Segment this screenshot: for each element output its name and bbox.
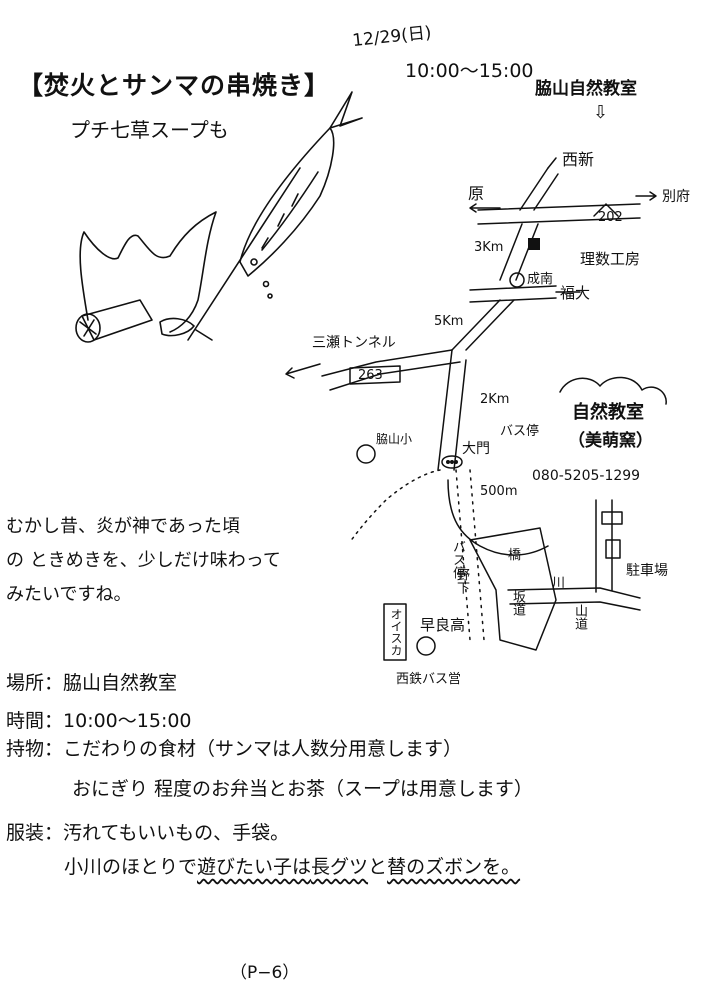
place-value: 脇山自然教室 (63, 672, 178, 694)
clothes-2-part-a: 小川のほとりで (64, 856, 198, 878)
classroom-cloud (559, 376, 667, 405)
road-south-2 (451, 299, 515, 351)
map-label-omon: 大門 (462, 441, 490, 457)
map-label-oisuka: オイスカ (389, 608, 403, 656)
intro-line-3: みたいですね。 (6, 584, 132, 605)
map-label-parking: 駐車場 (626, 563, 668, 579)
map-label-route202: 202 (598, 210, 623, 225)
log-end (75, 313, 101, 343)
map-label-nishijin: 西新 (562, 150, 595, 169)
map-label-phone: 080-5205-1299 (532, 468, 641, 484)
road-south-1 (499, 223, 539, 281)
road-south-3 (437, 349, 467, 471)
map-label-mountain-road: 山道 (572, 604, 587, 630)
route-202-box (593, 203, 619, 217)
map-destination: 脇山自然教室 (535, 79, 637, 99)
arrow-beppu (635, 191, 657, 201)
cross-road-fukudai (469, 285, 557, 303)
map-label-2km: 2Km (480, 392, 510, 407)
arrow-tunnel (285, 363, 321, 379)
river (349, 469, 441, 543)
clothes-2-part-b: 遊びたい子は (197, 856, 312, 878)
hours-label: 時間： (6, 710, 64, 732)
log-left (81, 299, 153, 341)
road-main-north (477, 203, 641, 211)
map-label-classroom-kana: （美萌窯） (568, 431, 653, 451)
destination-arrow-icon: ⇩ (593, 102, 609, 123)
detail-clothes: 服装：汚れてもいいもの、手袋。 (6, 818, 289, 845)
clothes-2-part-e: 替のズボンを。 (387, 856, 521, 878)
map-label-slope: 坂道 (510, 590, 525, 616)
clothes-line-2: 小川のほとりで遊びたい子は長グツと替のズボンを。 (64, 852, 520, 879)
map-label-noshita: 野下 (454, 568, 469, 594)
page-number: （P−6） (230, 963, 300, 983)
detail-items: 持物：こだわりの食材（サンマは人数分用意します） (6, 734, 462, 761)
event-time: 10:00〜15:00 (405, 60, 534, 82)
map-label-mitsuse-tunnel: 三瀬トンネル (312, 335, 396, 351)
map-label-bus-stop: バス停 (500, 424, 540, 439)
detail-hours: 時間：10:00〜15:00 (6, 706, 192, 733)
map-label-sawara-high: 早良高 (420, 616, 466, 634)
clothes-label: 服装： (6, 822, 64, 844)
classroom-area (469, 527, 557, 651)
map-label-500m: 500m (480, 484, 518, 499)
map-label-beppu: 別府 (662, 189, 690, 205)
bus-stop-circle (441, 455, 463, 469)
arrow-hara (469, 203, 501, 213)
road-nishijin (519, 167, 559, 211)
map-label-bridge: 橋 (508, 548, 522, 563)
map-label-route263: 263 (358, 368, 383, 383)
map-label-seinan: 成南 (527, 272, 554, 287)
fish-body (239, 127, 335, 277)
road-east (507, 587, 641, 611)
map-label-5km: 5Km (434, 314, 464, 329)
skewer (187, 167, 301, 341)
fish-tail (329, 91, 363, 129)
hours-value: 10:00〜15:00 (63, 710, 192, 732)
fish-eye (250, 258, 258, 266)
clothes-2-part-d: と (368, 856, 388, 878)
intro-line-1: むかし昔、炎が神であった頃 (6, 516, 240, 537)
flame-outline (79, 211, 217, 333)
map-label-wakiyama-school: 脇山小 (376, 432, 413, 446)
event-title: 【焚火とサンマの串焼き】 (18, 71, 331, 100)
clothes-line-1: 汚れてもいいもの、手袋。 (63, 822, 290, 844)
map-label-rikadai: 理数工房 (580, 250, 641, 268)
road-263-west (321, 349, 461, 391)
map-label-classroom: 自然教室 (572, 402, 644, 423)
map-label-river: 川 (552, 576, 566, 591)
detail-place: 場所：脇山自然教室 (6, 668, 177, 695)
place-label: 場所： (6, 672, 64, 694)
intro-line-2: の ときめきを、少しだけ味わって (6, 550, 281, 571)
map-label-nishitetsu-bus: 西鉄バス営 (396, 672, 462, 687)
items-label: 持物： (6, 738, 64, 760)
map-label-hara: 原 (468, 184, 485, 203)
map-label-bus-stop-2: バス停 (450, 540, 465, 579)
items-line-2: おにぎり 程度のお弁当とお茶（スープは用意します） (72, 778, 533, 800)
items-line-1: こだわりの食材（サンマは人数分用意します） (63, 738, 463, 760)
map-label-fukudai: 福大 (560, 284, 591, 302)
event-subtitle: プチ七草スープも (70, 118, 229, 142)
log-right (159, 317, 195, 337)
clothes-2-part-c: 長グツ (311, 856, 369, 878)
map-label-3km: 3Km (474, 240, 504, 255)
